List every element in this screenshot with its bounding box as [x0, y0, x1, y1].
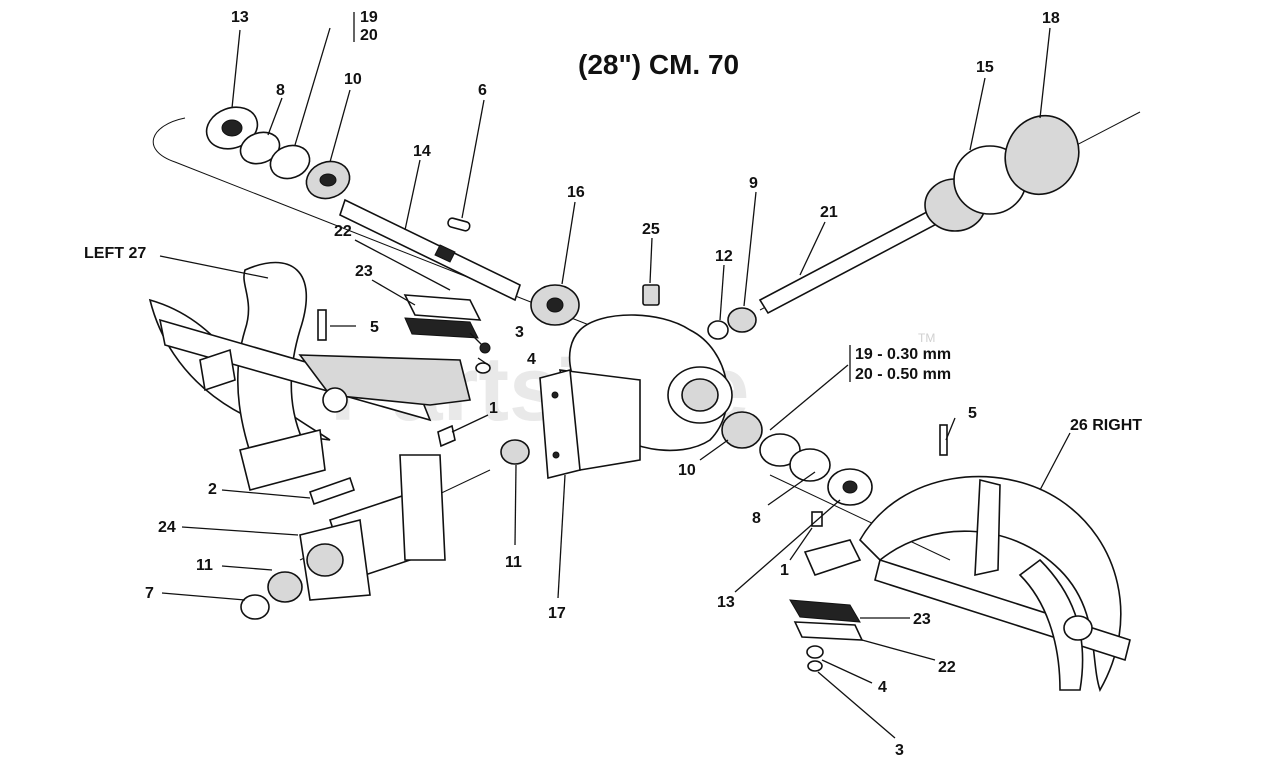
cover-18	[1004, 114, 1080, 196]
label-14: 14	[413, 143, 431, 160]
washer-12	[707, 320, 729, 340]
label-13-right: 13	[717, 594, 735, 611]
label-6: 6	[478, 82, 487, 99]
label-15: 15	[976, 59, 994, 76]
label-8-right: 8	[752, 510, 761, 527]
shaft-21	[758, 203, 950, 315]
label-20-top: 20	[360, 27, 378, 44]
label-23-left: 23	[355, 263, 373, 280]
label-19-top: 19	[360, 9, 378, 26]
bolt-2	[308, 476, 356, 506]
shim-ring-right	[759, 433, 801, 467]
plug-25	[642, 284, 660, 306]
key-6	[447, 217, 471, 232]
label-13-top: 13	[231, 9, 249, 26]
circlip-7	[240, 594, 270, 620]
watermark-trademark: TM	[918, 331, 935, 345]
label-23-right: 23	[913, 611, 931, 628]
label-16: 16	[567, 184, 585, 201]
bearing-13-left	[205, 106, 259, 150]
circlip-8-left	[239, 131, 281, 165]
bearing-9	[727, 307, 757, 333]
bearing-11-mid	[500, 439, 530, 465]
bolt-5-left	[317, 309, 327, 341]
label-3-right: 3	[895, 742, 904, 759]
label-shim-20: 20 - 0.50 mm	[855, 366, 951, 383]
shim-ring-left	[269, 144, 311, 180]
label-10-right: 10	[678, 462, 696, 479]
bracket-1-right	[803, 511, 862, 576]
bearing-10-left	[305, 160, 351, 200]
bearing-10-right	[721, 411, 763, 449]
label-11-left: 11	[196, 557, 213, 574]
label-18: 18	[1042, 10, 1060, 27]
label-22-left: 22	[334, 223, 352, 240]
bolt-5-right	[939, 424, 948, 456]
label-5-right: 5	[968, 405, 977, 422]
bracket-marks	[353, 12, 851, 382]
label-25: 25	[642, 221, 660, 238]
label-7: 7	[145, 585, 154, 602]
pad-plate-right	[789, 599, 864, 672]
label-11-mid: 11	[505, 554, 522, 571]
label-5-left: 5	[370, 319, 379, 336]
pad-plate-left	[403, 294, 491, 374]
label-left-27: LEFT 27	[84, 245, 146, 262]
label-3-left: 3	[515, 324, 524, 341]
label-24: 24	[158, 519, 176, 536]
right-tine-assembly	[859, 475, 1131, 692]
label-10-top: 10	[344, 71, 362, 88]
gear-16	[530, 284, 580, 326]
tube-24	[299, 454, 446, 601]
label-17: 17	[548, 605, 566, 622]
label-4-left: 4	[527, 351, 536, 368]
shaft-14	[339, 198, 521, 302]
circlip-8-right	[789, 448, 831, 482]
leader-lines	[159, 27, 1071, 739]
left-tine-assembly	[148, 261, 471, 491]
label-1-left: 1	[489, 400, 498, 417]
bearing-13-right	[827, 468, 873, 506]
label-4-right: 4	[878, 679, 887, 696]
label-right-26: 26 RIGHT	[1070, 417, 1142, 434]
bolt-1-left	[437, 424, 456, 448]
flange-17	[539, 368, 581, 480]
label-shim-19: 19 - 0.30 mm	[855, 346, 951, 363]
label-2: 2	[208, 481, 217, 498]
label-12: 12	[715, 248, 733, 265]
gearbox-housing	[558, 314, 733, 471]
label-8-top: 8	[276, 82, 285, 99]
diagram-title: (28") CM. 70	[578, 49, 739, 80]
bearing-11-left	[267, 571, 303, 603]
label-1-right: 1	[780, 562, 789, 579]
label-21: 21	[820, 204, 838, 221]
label-22-right: 22	[938, 659, 956, 676]
callout-labels: 13 19 20 8 10 6 14 16 25 12 9 21 15 18 2…	[84, 9, 1142, 759]
label-9: 9	[749, 175, 758, 192]
